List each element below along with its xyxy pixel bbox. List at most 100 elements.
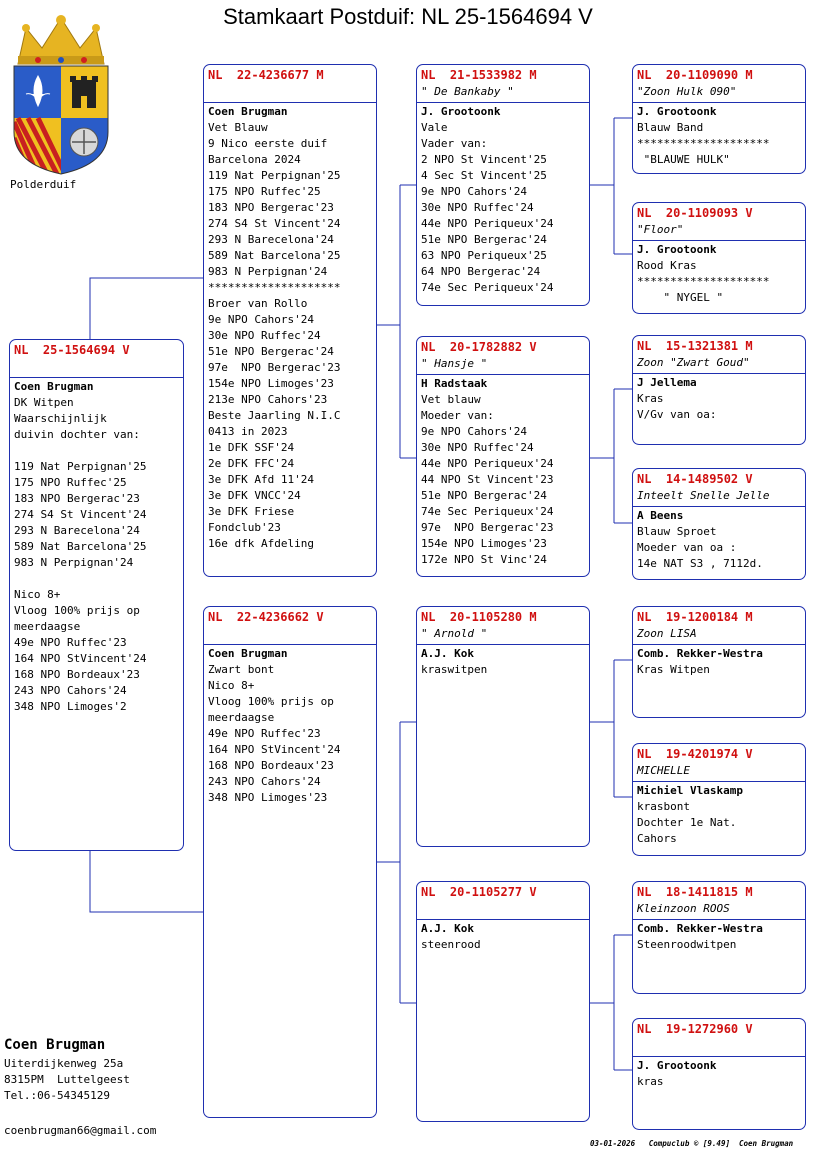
pigeon-name: Inteelt Snelle Jelle [637, 489, 770, 502]
description-line: Moeder van: [421, 409, 494, 422]
description-line: 9e NPO Cahors'24 [421, 185, 527, 198]
breeder-name: Coen Brugman [4, 1037, 106, 1053]
mother-mother-father-pigeon-card[interactable]: NL 18-1411815 M Kleinzoon ROOS Comb. Rek… [632, 881, 806, 994]
description-line: 274 S4 St Vincent'24 [208, 217, 341, 230]
description-line: 3e DFK Friese [208, 505, 295, 518]
owner-name: A Beens [637, 509, 684, 522]
mother-mother-pigeon-card[interactable]: NL 20-1105277 V A.J. Kok steenrood [416, 881, 590, 1122]
father-father-father-pigeon-card[interactable]: NL 20-1109090 M "Zoon Hulk 090" J. Groot… [632, 64, 806, 174]
description-line: Dochter 1e Nat. [637, 816, 737, 829]
description-line: 51e NPO Bergerac'24 [421, 489, 547, 502]
description-line: DK Witpen [14, 396, 74, 409]
description-line: Vader van: [421, 137, 488, 150]
breeder-postcode-line: 8315PM Luttelgeest [4, 1073, 130, 1086]
description-line: 983 N Perpignan'24 [208, 265, 328, 278]
description-line: 74e Sec Periqueux'24 [421, 281, 554, 294]
description-line: "BLAUWE HULK" [637, 153, 730, 166]
description-line: 2 NPO St Vincent'25 [421, 153, 547, 166]
description-line: 293 N Barecelona'24 [14, 524, 140, 537]
description-line: 30e NPO Ruffec'24 [208, 329, 321, 342]
mother-father-pigeon-card[interactable]: NL 20-1105280 M " Arnold " A.J. Kok kras… [416, 606, 590, 847]
description-line: 2e DFK FFC'24 [208, 457, 295, 470]
description-line: kraswitpen [421, 663, 488, 676]
description-line: 49e NPO Ruffec'23 [14, 636, 127, 649]
description-line: 168 NPO Bordeaux'23 [208, 759, 334, 772]
description-line: 14e NAT S3 , 7112d. [637, 557, 763, 570]
breeder-address-line: Uiterdijkenweg 25a [4, 1057, 124, 1070]
description-line: 9e NPO Cahors'24 [421, 425, 527, 438]
breeder-phone-line: Tel.:06-54345129 [4, 1089, 110, 1102]
description-line: krasbont [637, 800, 690, 813]
description-line: Moeder van oa : [637, 541, 737, 554]
description-line: 44 NPO St Vincent'23 [421, 473, 554, 486]
description-line [14, 571, 179, 587]
mother-mother-mother-pigeon-card[interactable]: NL 19-1272960 V J. Grootoonk kras [632, 1018, 806, 1130]
description-line: steenrood [421, 938, 481, 951]
mother-father-father-pigeon-card[interactable]: NL 19-1200184 M Zoon LISA Comb. Rekker-W… [632, 606, 806, 718]
description-line: 0413 in 2023 [208, 425, 288, 438]
description-line: 30e NPO Ruffec'24 [421, 441, 534, 454]
owner-name: J. Grootoonk [637, 243, 717, 256]
description-line: 64 NPO Bergerac'24 [421, 265, 541, 278]
owner-name: J. Grootoonk [421, 105, 501, 118]
father-mother-father-pigeon-card[interactable]: NL 15-1321381 M Zoon "Zwart Goud" J Jell… [632, 335, 806, 445]
description-line: 348 NPO Limoges'2 [14, 700, 127, 713]
description-line: Vloog 100% prijs op [208, 695, 334, 708]
ring-number: NL 20-1105277 V [421, 885, 537, 899]
pigeon-name: "Floor" [637, 223, 684, 236]
description-line: 213e NPO Cahors'23 [208, 393, 328, 406]
ring-number: NL 19-1272960 V [637, 1022, 753, 1036]
description-line: kras [637, 1075, 664, 1088]
description-line: 1e DFK SSF'24 [208, 441, 295, 454]
description-line: 154e NPO Limoges'23 [421, 537, 547, 550]
description-line: 293 N Barecelona'24 [208, 233, 334, 246]
description-line: 183 NPO Bergerac'23 [208, 201, 334, 214]
father-father-pigeon-card[interactable]: NL 21-1533982 M " De Bankaby " J. Grooto… [416, 64, 590, 306]
father-mother-mother-pigeon-card[interactable]: NL 14-1489502 V Inteelt Snelle Jelle A B… [632, 468, 806, 580]
description-line: Waarschijnlijk [14, 412, 107, 425]
breeder-address-block: Coen Brugman Uiterdijkenweg 25a 8315PM L… [4, 1034, 130, 1104]
father-mother-pigeon-card[interactable]: NL 20-1782882 V " Hansje " H Radstaak Ve… [416, 336, 590, 577]
description-line: Kras Witpen [637, 663, 710, 676]
description-line: V/Gv van oa: [637, 408, 717, 421]
description-lines: kraswitpen [421, 662, 585, 678]
page-title: Stamkaart Postduif: NL 25-1564694 V [223, 4, 593, 29]
owner-name: Michiel Vlaskamp [637, 784, 743, 797]
description-line: " NYGEL " [637, 291, 724, 304]
description-line: 172e NPO St Vinc'24 [421, 553, 547, 566]
ring-number: NL 15-1321381 M [637, 339, 753, 353]
father-father-mother-pigeon-card[interactable]: NL 20-1109093 V "Floor" J. Grootoonk Roo… [632, 202, 806, 314]
description-line: 44e NPO Periqueux'24 [421, 217, 554, 230]
ring-number: NL 20-1109090 M [637, 68, 753, 82]
description-line: 589 Nat Barcelona'25 [208, 249, 341, 262]
description-line: 74e Sec Periqueux'24 [421, 505, 554, 518]
mother-father-mother-pigeon-card[interactable]: NL 19-4201974 V MICHELLE Michiel Vlaskam… [632, 743, 806, 856]
description-line: Vet blauw [421, 393, 481, 406]
description-line: 97e NPO Bergerac'23 [421, 521, 554, 534]
pigeon-name [637, 1038, 801, 1053]
owner-name: J Jellema [637, 376, 697, 389]
description-line: Blauw Sproet [637, 525, 717, 538]
owner-name: Comb. Rekker-Westra [637, 922, 763, 935]
owner-name: H Radstaak [421, 377, 488, 390]
description-line: Vloog 100% prijs op [14, 604, 140, 617]
description-line: 63 NPO Periqueux'25 [421, 249, 547, 262]
pigeon-name: MICHELLE [637, 764, 690, 777]
description-line: 983 N Perpignan'24 [14, 556, 134, 569]
pigeon-name: "Zoon Hulk 090" [637, 85, 737, 98]
owner-name: Coen Brugman [208, 647, 288, 660]
description-line: Nico 8+ [14, 588, 61, 601]
description-line: Blauw Band [637, 121, 704, 134]
breeder-email: coenbrugman66@gmail.com [4, 1124, 157, 1137]
description-line: meerdaagse [208, 711, 275, 724]
ring-number: NL 20-1782882 V [421, 340, 537, 354]
description-line: 16e dfk Afdeling [208, 537, 314, 550]
description-line: 154e NPO Limoges'23 [208, 377, 334, 390]
description-line: 183 NPO Bergerac'23 [14, 492, 140, 505]
